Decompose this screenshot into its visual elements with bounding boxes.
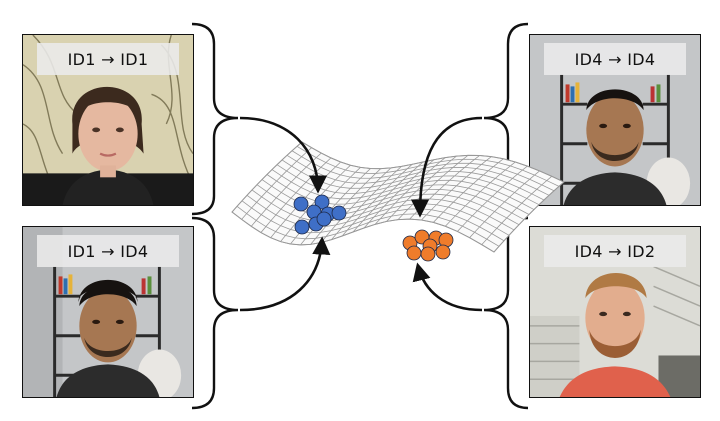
video-frame-id4-to-id2: ID4 → ID2 (529, 226, 701, 398)
brace-right-top (483, 22, 529, 216)
embedding-point (402, 235, 418, 251)
embedding-point (320, 206, 336, 222)
arrow-bottom-right (412, 262, 483, 312)
embedding-point (294, 219, 310, 235)
embedding-point (428, 230, 444, 246)
arrow-bottom-left (239, 236, 331, 312)
embedding-point (293, 196, 309, 212)
embedding-point (438, 232, 454, 248)
latent-manifold-surface (231, 141, 565, 253)
arrow-top-left (239, 116, 328, 194)
embedding-point (414, 229, 430, 245)
embedding-point (308, 216, 324, 232)
panel-label: ID4 → ID2 (544, 235, 686, 267)
cluster-blue-embeddings (293, 194, 347, 235)
cluster-orange-embeddings (402, 229, 454, 262)
embedding-point (435, 244, 451, 260)
embedding-point (314, 194, 330, 210)
video-frame-id4-to-id4: ID4 → ID4 (529, 34, 701, 206)
brace-left-bottom (191, 216, 239, 410)
embedding-point (420, 246, 436, 262)
embedding-point (316, 211, 332, 227)
panel-label: ID1 → ID4 (37, 235, 179, 267)
embedding-point (331, 205, 347, 221)
panel-label: ID4 → ID4 (544, 43, 686, 75)
panel-label: ID1 → ID1 (37, 43, 179, 75)
brace-left-top (191, 22, 239, 216)
embedding-point (406, 245, 422, 261)
embedding-point (306, 204, 322, 220)
video-frame-id1-to-id1: ID1 → ID1 (22, 34, 194, 206)
arrow-top-right (410, 116, 483, 218)
video-frame-id1-to-id4: ID1 → ID4 (22, 226, 194, 398)
brace-right-bottom (483, 216, 529, 410)
embedding-point (422, 238, 438, 254)
